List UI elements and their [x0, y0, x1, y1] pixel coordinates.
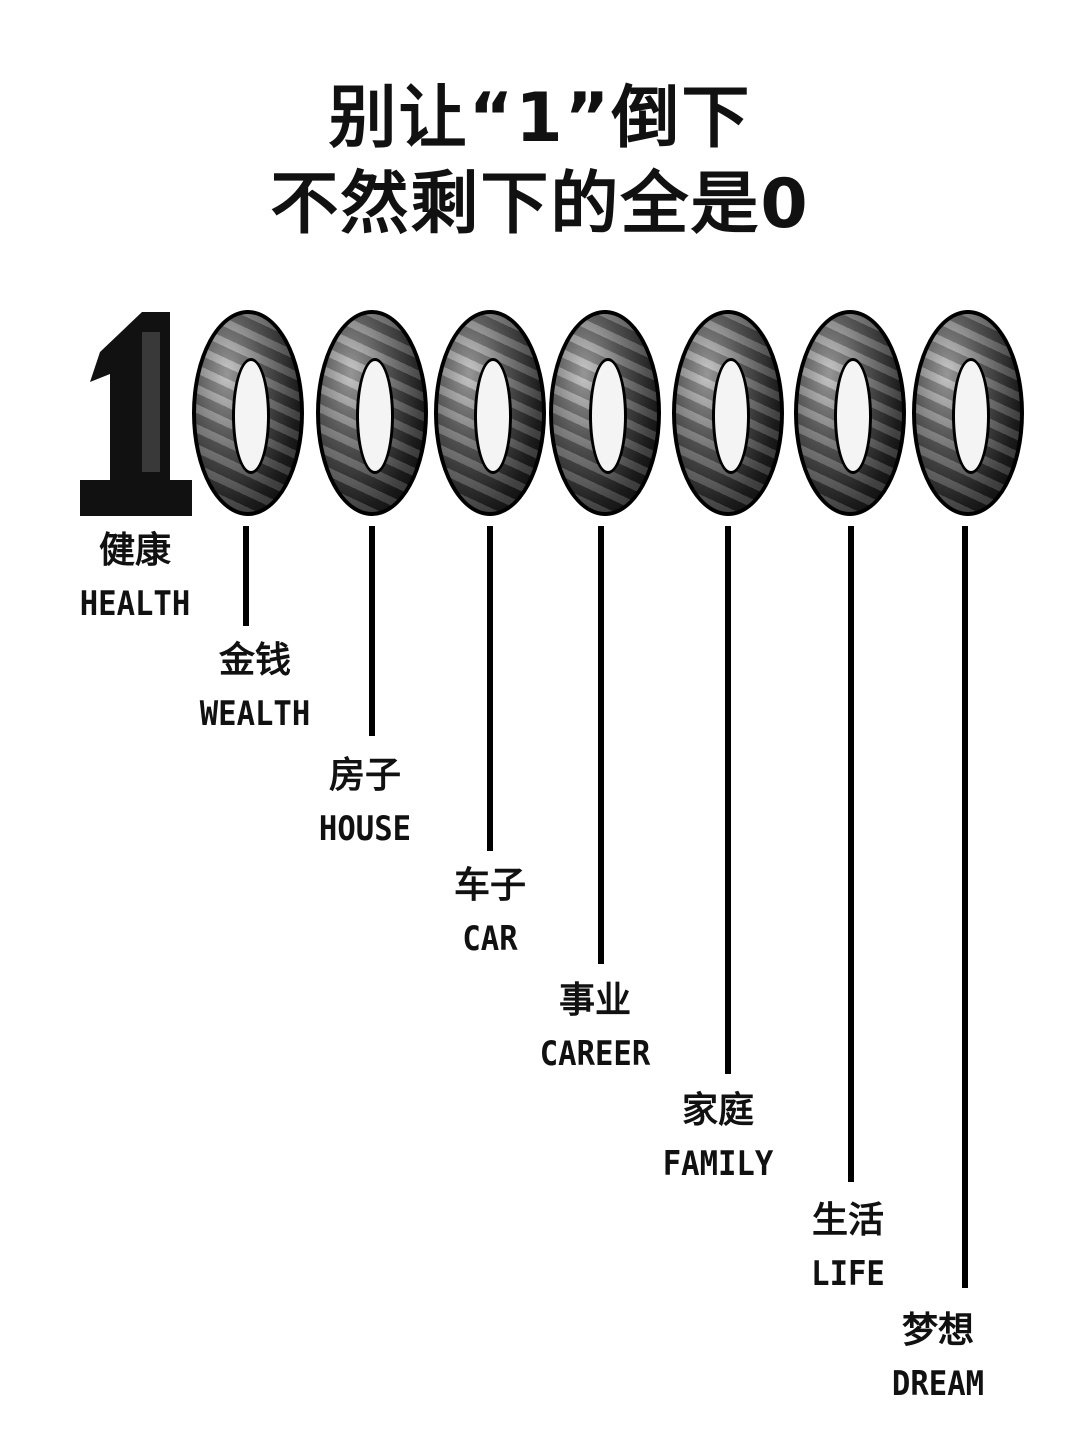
connector-line	[725, 526, 731, 1074]
digit-zero-career	[549, 310, 661, 516]
label-en: HEALTH	[79, 584, 191, 624]
label-cn: 生活	[811, 1200, 884, 1241]
label-career: 事业 CAREER	[485, 980, 705, 1076]
label-house: 房子 HOUSE	[255, 755, 475, 851]
label-en: CAREER	[539, 1034, 651, 1074]
digit-zero-family	[672, 310, 784, 516]
connector-line	[487, 526, 493, 851]
label-cn: 健康	[98, 530, 171, 571]
connector-line	[598, 526, 604, 964]
label-life: 生活 LIFE	[738, 1200, 958, 1296]
title-line-1: 别让“1”倒下	[328, 79, 752, 158]
digit-zero-car	[434, 310, 546, 516]
digit-zero-wealth	[192, 310, 304, 516]
label-cn: 家庭	[681, 1090, 754, 1131]
connector-line	[848, 526, 854, 1182]
title-line-2: 不然剩下的全是0	[270, 165, 810, 244]
label-family: 家庭 FAMILY	[608, 1090, 828, 1186]
label-health: 健康 HEALTH	[25, 530, 245, 626]
label-en: FAMILY	[662, 1144, 774, 1184]
label-cn: 事业	[558, 980, 631, 1021]
label-en: WEALTH	[199, 694, 311, 734]
label-en: LIFE	[811, 1254, 885, 1294]
label-cn: 房子	[328, 755, 401, 796]
connector-line	[369, 526, 375, 736]
label-cn: 梦想	[901, 1310, 974, 1351]
label-wealth: 金钱 WEALTH	[145, 640, 365, 736]
label-cn: 车子	[453, 865, 526, 906]
label-en: CAR	[462, 919, 518, 959]
digit-zero-life	[794, 310, 906, 516]
connector-line	[243, 526, 249, 626]
label-en: HOUSE	[318, 809, 412, 849]
digit-zero-dream	[912, 310, 1024, 516]
label-car: 车子 CAR	[380, 865, 600, 961]
digit-zero-house	[316, 310, 428, 516]
connector-line	[962, 526, 968, 1288]
label-en: DREAM	[891, 1364, 985, 1404]
digit-one	[80, 312, 192, 516]
label-dream: 梦想 DREAM	[828, 1310, 1048, 1406]
label-cn: 金钱	[218, 640, 291, 681]
